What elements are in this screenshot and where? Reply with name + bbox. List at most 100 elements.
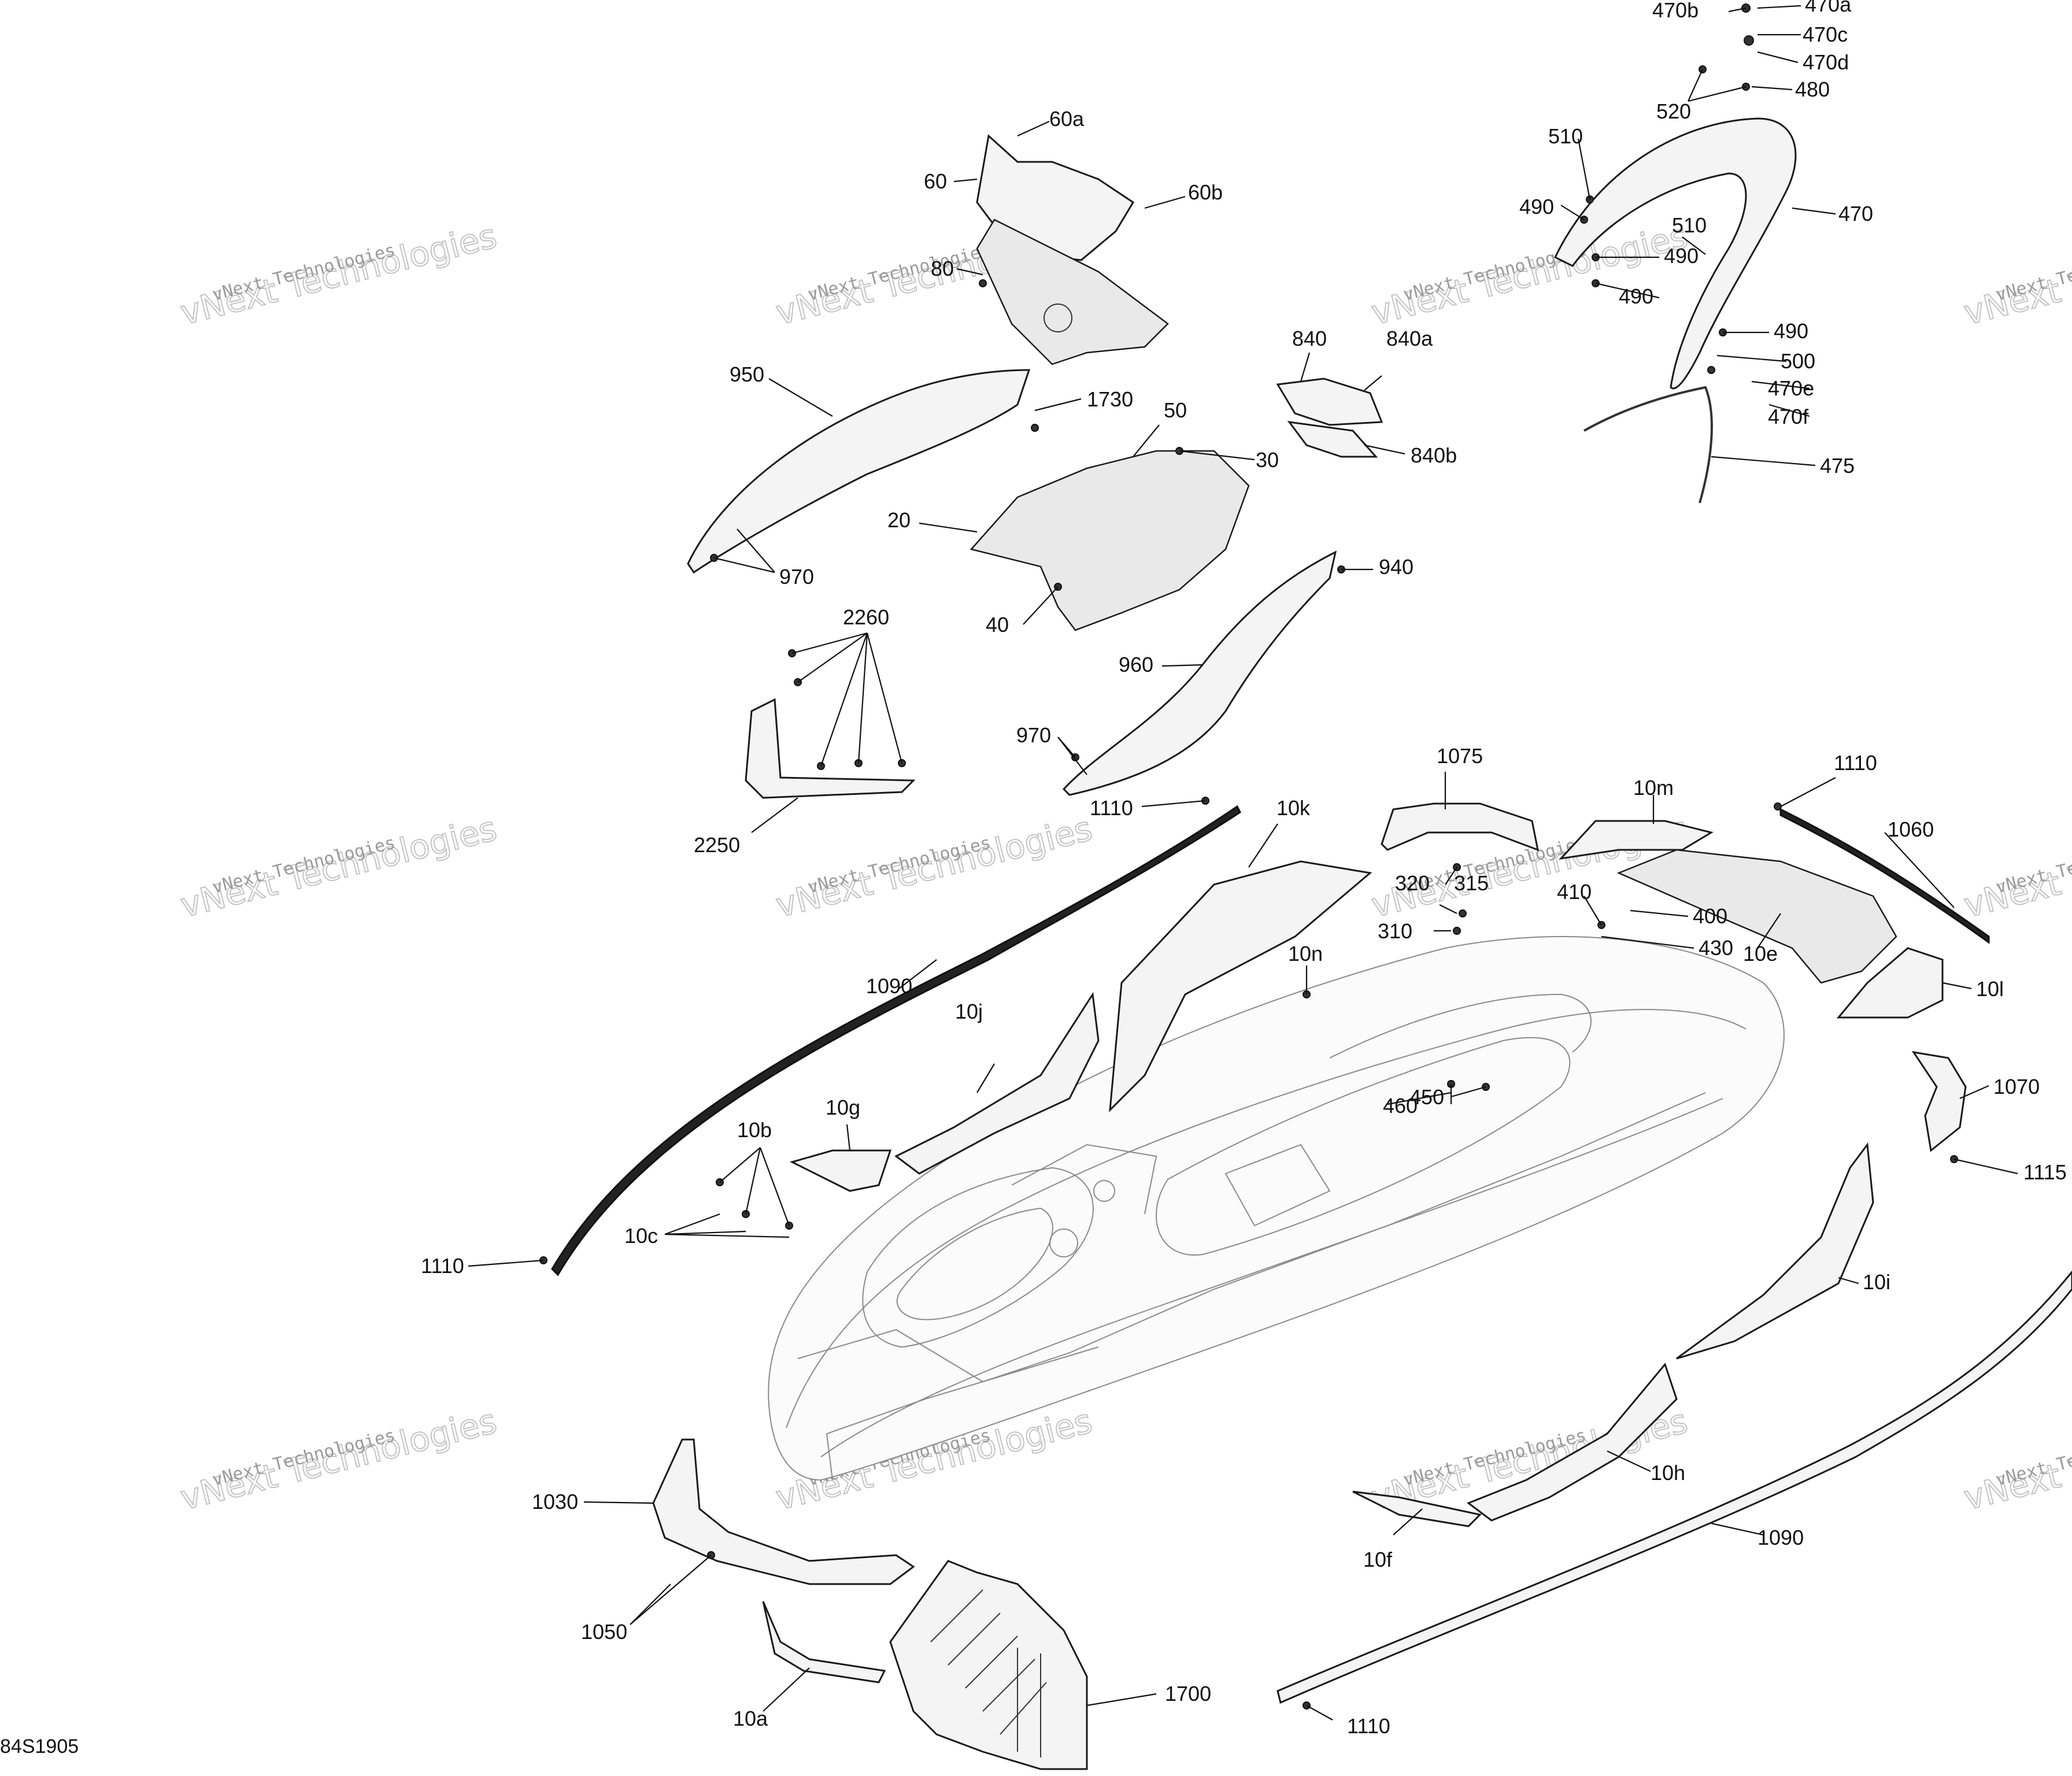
callout-label: 950 — [730, 362, 764, 386]
callout-label: 840a — [1386, 327, 1433, 350]
callout-label: 470d — [1803, 50, 1849, 74]
cover-840b — [1287, 421, 1378, 458]
decal-10j — [894, 991, 1100, 1175]
part-1030 — [652, 1438, 915, 1585]
watermark-outline-text: vNext Technologies — [176, 809, 500, 926]
callout-label: 10j — [955, 1000, 983, 1023]
decal-10f — [1352, 1490, 1482, 1527]
callout-label: 1070 — [1993, 1075, 2040, 1098]
watermark: vNext Technologies vNext Technologies — [1959, 1401, 2072, 1519]
callout-label: 1110 — [421, 1254, 464, 1278]
watermark: vNext Technologies vNext Technologies — [176, 216, 501, 334]
callout-label: 10m — [1633, 776, 1674, 800]
callout-label: 1110 — [1347, 1714, 1390, 1738]
callout-label: 840b — [1411, 443, 1457, 467]
rail-left — [551, 805, 1241, 1276]
callout-label: 1090 — [866, 974, 912, 998]
watermark: vNext Technologies vNext Technologies — [1959, 808, 2072, 926]
callout-label: 510 — [1672, 213, 1707, 237]
callout-label: 1700 — [1165, 1682, 1211, 1705]
parts — [551, 117, 2072, 1770]
callout-label: 1060 — [1888, 817, 1934, 841]
callout-label: 10e — [1743, 942, 1778, 965]
callout-label: 10k — [1276, 796, 1311, 820]
callout-label: 1730 — [1087, 387, 1133, 411]
watermark: vNext Technologies vNext Technologies — [176, 1401, 501, 1519]
part-1070 — [1911, 1050, 1967, 1152]
callout-label: 10c — [624, 1224, 658, 1248]
callout-label: 960 — [1119, 653, 1153, 676]
callout-label: 1030 — [532, 1490, 578, 1514]
callout-label: 10i — [1863, 1270, 1890, 1294]
callout-label: 60a — [1049, 107, 1085, 131]
handle-470 — [1554, 117, 1797, 390]
callout-label: 1050 — [581, 1620, 627, 1644]
panel-950 — [687, 369, 1031, 574]
callout-label: 10f — [1363, 1548, 1393, 1571]
leader-lines — [468, 5, 2018, 1720]
cover-1075 — [1381, 802, 1540, 852]
callout-label: 40 — [986, 613, 1009, 637]
decal-10e — [1616, 849, 1897, 984]
callout-label: 470a — [1805, 0, 1852, 16]
callout-label: 60 — [924, 169, 947, 193]
callout-label: 10a — [733, 1707, 768, 1730]
hull-wireframe — [768, 936, 1785, 1481]
decal-10g — [789, 1149, 892, 1192]
callout-label: 460 — [1383, 1094, 1418, 1118]
callout-label: 500 — [1781, 349, 1815, 373]
callout-label: 470 — [1838, 202, 1873, 225]
callout-label: 940 — [1379, 555, 1414, 579]
callout-label: 480 — [1795, 77, 1830, 101]
callout-label: 10n — [1288, 942, 1323, 965]
callout-label: 60b — [1188, 180, 1223, 204]
callout-label: 470b — [1652, 0, 1699, 22]
callout-label: 970 — [779, 565, 814, 589]
callout-label: 2250 — [694, 833, 740, 857]
panel-960 — [1062, 550, 1337, 796]
decal-10l — [1836, 947, 1944, 1019]
callout-label: 475 — [1820, 454, 1855, 478]
callout-labels: 470b 470a 470c 470d 480 520 510 490 470 … — [421, 0, 2067, 1738]
callout-label: 400 — [1693, 904, 1727, 928]
watermark-outline-text: vNext Technologies — [176, 1401, 500, 1518]
callout-label: 1090 — [1758, 1526, 1804, 1549]
callout-label: 2260 — [843, 605, 889, 629]
watermark-outline-text: vNext Technologies — [772, 809, 1096, 926]
callout-label: 10b — [737, 1118, 772, 1142]
decal-10i — [1676, 1142, 1874, 1360]
callout-label: 1115 — [2023, 1160, 2067, 1184]
rail-right — [1276, 1270, 2072, 1704]
callout-label: 10l — [1976, 977, 2004, 1001]
callout-label: 430 — [1699, 936, 1733, 960]
callout-label: 1075 — [1437, 744, 1483, 768]
callout-label: 10h — [1651, 1461, 1685, 1485]
callout-label: 520 — [1656, 99, 1691, 123]
cover-840 — [1276, 378, 1383, 426]
callout-label: 10g — [826, 1096, 860, 1119]
callout-label: 490 — [1664, 244, 1699, 268]
callout-label: 410 — [1557, 880, 1592, 904]
callout-label: 490 — [1519, 195, 1554, 219]
callout-label: 840 — [1292, 327, 1327, 350]
callout-label: 30 — [1256, 448, 1279, 472]
callout-label: 320 — [1395, 871, 1430, 895]
watermark: vNext Technologies vNext Technologies — [1367, 216, 1692, 334]
frame-20 — [970, 450, 1250, 631]
decal-10m — [1559, 820, 1714, 860]
bracket-2250 — [745, 698, 916, 799]
watermark: vNext Technologies vNext Technologies — [1959, 216, 2072, 334]
panel-80 — [976, 219, 1169, 365]
callout-label: 470c — [1803, 23, 1848, 46]
callout-label: 490 — [1619, 284, 1653, 308]
callout-label: 1110 — [1834, 751, 1877, 775]
decal-10k — [1109, 860, 1372, 1112]
decal-10a — [762, 1601, 886, 1684]
diagram-code: 84S1905 — [0, 1736, 79, 1758]
strip-1060 — [1779, 808, 1990, 944]
callout-label: 1110 — [1090, 796, 1133, 820]
watermark: vNext Technologies vNext Technologies — [771, 808, 1096, 926]
callout-label: 20 — [887, 508, 911, 532]
callout-label: 470f — [1768, 405, 1809, 428]
